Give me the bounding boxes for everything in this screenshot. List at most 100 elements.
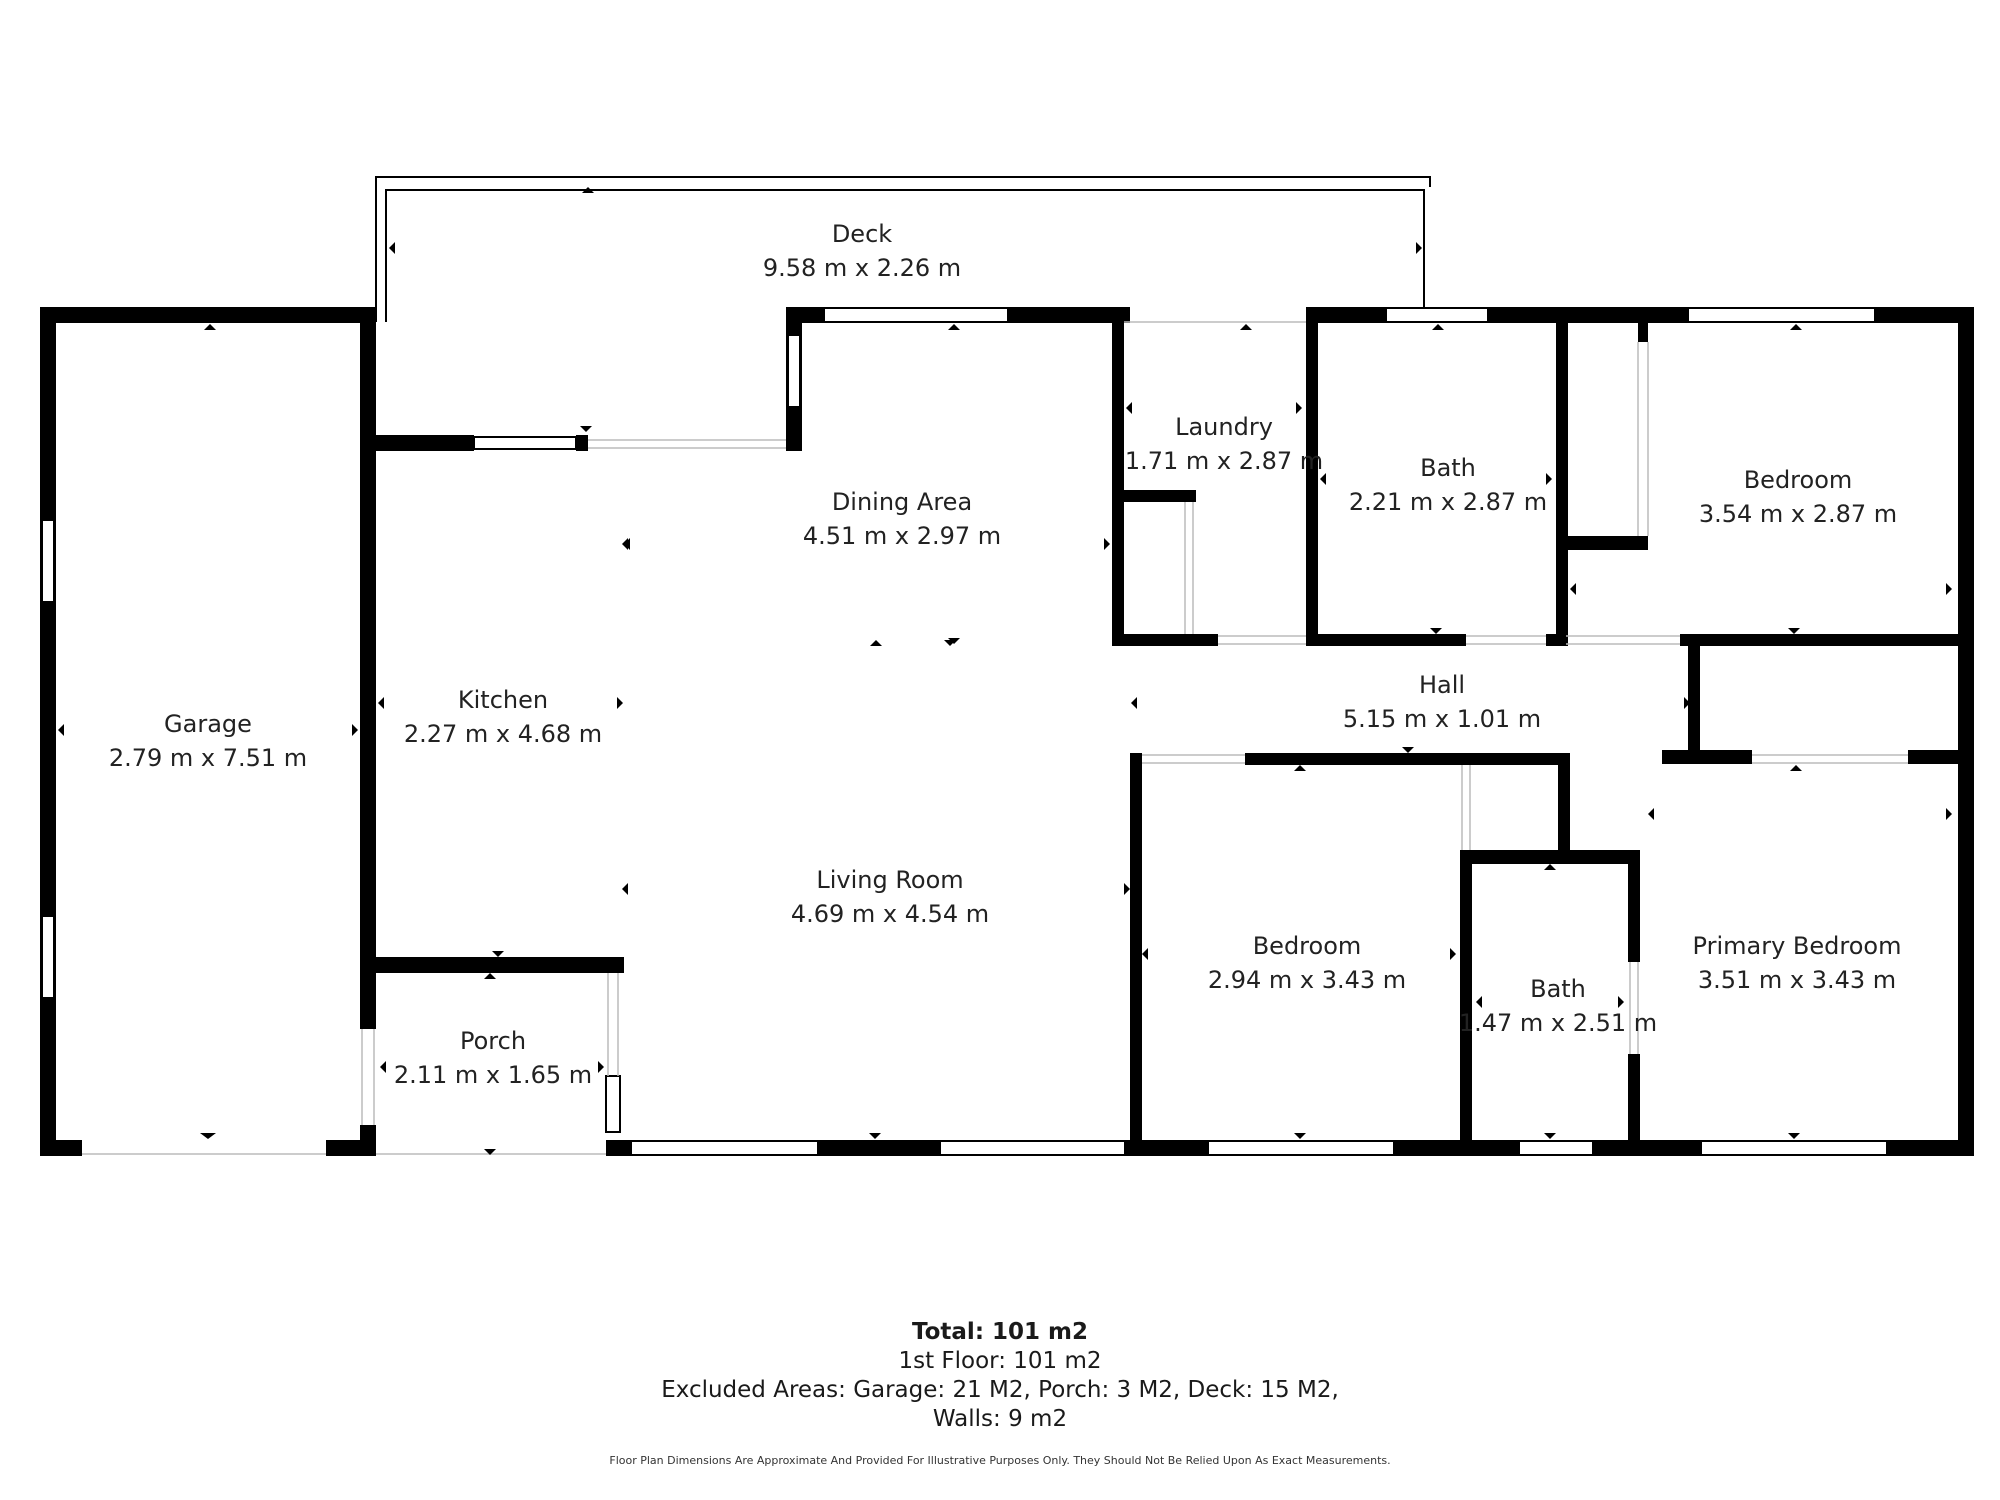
arrow-left bbox=[1570, 583, 1576, 595]
room-dimensions: 5.15 m x 1.01 m bbox=[1342, 705, 1542, 733]
ext-wall-bottom-d bbox=[1593, 1140, 1701, 1156]
arrow-down bbox=[1544, 1133, 1556, 1139]
room-dimensions: 2.11 m x 1.65 m bbox=[393, 1061, 593, 1089]
walls bbox=[40, 307, 1974, 1156]
room-label-hall: Hall 5.15 m x 1.01 m bbox=[1343, 668, 1541, 736]
garage-wall-bottom-left bbox=[40, 1140, 82, 1156]
bath1-bed-wall bbox=[1556, 320, 1568, 646]
window bbox=[1518, 1140, 1594, 1156]
arrow-left bbox=[1648, 808, 1654, 820]
room-name: Primary Bedroom bbox=[1692, 932, 1902, 960]
bath2-primary-wall bbox=[1628, 850, 1640, 962]
window bbox=[1207, 1140, 1395, 1156]
arrow-left bbox=[622, 538, 628, 550]
total-area: Total: 101 m2 bbox=[911, 1319, 1089, 1345]
arrow-left bbox=[380, 1061, 386, 1073]
room-label-garage: Garage 2.79 m x 7.51 m bbox=[109, 707, 307, 775]
arrow-down bbox=[1430, 628, 1442, 634]
kitchen-wall-top bbox=[374, 435, 474, 451]
window bbox=[787, 334, 801, 408]
arrow-left bbox=[1320, 473, 1326, 485]
room-label-primary: Primary Bedroom 3.51 m x 3.43 m bbox=[1693, 929, 1902, 997]
arrow-down bbox=[1294, 1133, 1306, 1139]
room-dimensions: 4.69 m x 4.54 m bbox=[790, 900, 990, 928]
room-label-bath1: Bath 2.21 m x 2.87 m bbox=[1349, 451, 1547, 519]
window bbox=[939, 1140, 1126, 1156]
window bbox=[630, 1140, 819, 1156]
arrow-up bbox=[1790, 765, 1802, 771]
room-dimensions: 3.54 m x 2.87 m bbox=[1698, 500, 1898, 528]
garage-wall-left bbox=[40, 307, 56, 1155]
arrow-left bbox=[378, 697, 384, 709]
room-name: Laundry bbox=[1175, 413, 1273, 441]
arrow-left bbox=[1126, 402, 1132, 414]
room-name: Kitchen bbox=[457, 686, 549, 714]
bedroom1-closet-side bbox=[1638, 322, 1648, 342]
arrow-left bbox=[389, 242, 395, 254]
arrow-right bbox=[1296, 402, 1302, 414]
hall-closet-wall-bottom bbox=[1662, 750, 1752, 764]
arrow-down bbox=[200, 1133, 216, 1139]
bedroom1-closet-wall bbox=[1568, 536, 1648, 550]
room-name: Deck bbox=[831, 220, 893, 248]
arrow-right bbox=[1684, 697, 1690, 709]
room-label-bedroom2: Bedroom 2.94 m x 3.43 m bbox=[1208, 929, 1406, 997]
deck-outline bbox=[375, 176, 1431, 322]
openings bbox=[82, 321, 1908, 1155]
room-label-kitchen: Kitchen 2.27 m x 4.68 m bbox=[404, 683, 602, 751]
ext-wall-top-c bbox=[1875, 307, 1974, 323]
arrow-up bbox=[1240, 324, 1252, 330]
ext-wall-right bbox=[1958, 307, 1974, 1156]
window bbox=[823, 307, 1009, 323]
ext-wall-bottom-c bbox=[1394, 1140, 1519, 1156]
arrow-down bbox=[1788, 1133, 1800, 1139]
arrow-up bbox=[1544, 864, 1556, 870]
garage-kitchen-wall bbox=[360, 307, 376, 1029]
ext-wall-top-b bbox=[1488, 307, 1688, 323]
arrow-down bbox=[948, 638, 960, 644]
dining-wall-top-b bbox=[1008, 307, 1130, 323]
garage-kitchen-wall-low bbox=[360, 1125, 376, 1156]
arrow-right bbox=[352, 724, 358, 736]
room-name: Garage bbox=[164, 710, 252, 738]
ext-wall-top-a bbox=[1306, 307, 1386, 323]
ext-wall-bottom-e bbox=[1887, 1140, 1974, 1156]
arrow-down bbox=[1788, 628, 1800, 634]
room-dimensions: 2.27 m x 4.68 m bbox=[403, 720, 603, 748]
arrow-left bbox=[1142, 948, 1148, 960]
arrow-up bbox=[1790, 324, 1802, 330]
arrow-right bbox=[1946, 583, 1952, 595]
room-name: Porch bbox=[459, 1027, 527, 1055]
laundry-wall-left bbox=[1112, 320, 1124, 646]
bedroom2-wall-left bbox=[1130, 753, 1142, 1155]
dimension-arrows bbox=[58, 187, 1952, 1155]
arrow-left bbox=[1131, 697, 1137, 709]
porch-wall-bottom bbox=[606, 1140, 631, 1156]
window bbox=[1385, 307, 1489, 323]
arrow-down bbox=[484, 1149, 496, 1155]
arrow-right bbox=[1124, 883, 1130, 895]
arrow-up bbox=[582, 187, 594, 193]
room-dimensions: 1.71 m x 2.87 m bbox=[1124, 447, 1324, 475]
window bbox=[473, 436, 577, 450]
disclaimer: Floor Plan Dimensions Are Approximate An… bbox=[609, 1454, 1391, 1467]
arrow-up bbox=[1432, 324, 1444, 330]
room-label-deck: Deck 9.58 m x 2.26 m bbox=[763, 217, 961, 285]
arrow-up bbox=[870, 640, 882, 646]
floor-area: 1st Floor: 101 m2 bbox=[898, 1348, 1102, 1374]
window bbox=[1700, 1140, 1888, 1156]
room-name: Bedroom bbox=[1252, 932, 1362, 960]
arrow-right bbox=[1618, 996, 1624, 1008]
arrow-right bbox=[1546, 473, 1552, 485]
laundry-wall-bottom bbox=[1112, 634, 1218, 646]
room-label-bath2: Bath 1.47 m x 2.51 m bbox=[1459, 972, 1657, 1040]
room-dimensions: 9.58 m x 2.26 m bbox=[762, 254, 962, 282]
room-label-bedroom1: Bedroom 3.54 m x 2.87 m bbox=[1699, 463, 1897, 531]
arrow-down bbox=[580, 426, 592, 432]
room-name: Living Room bbox=[816, 866, 964, 894]
room-dimensions: 2.21 m x 2.87 m bbox=[1348, 488, 1548, 516]
room-label-living: Living Room 4.69 m x 4.54 m bbox=[791, 863, 989, 931]
arrow-right bbox=[1450, 948, 1456, 960]
arrow-left bbox=[622, 883, 628, 895]
